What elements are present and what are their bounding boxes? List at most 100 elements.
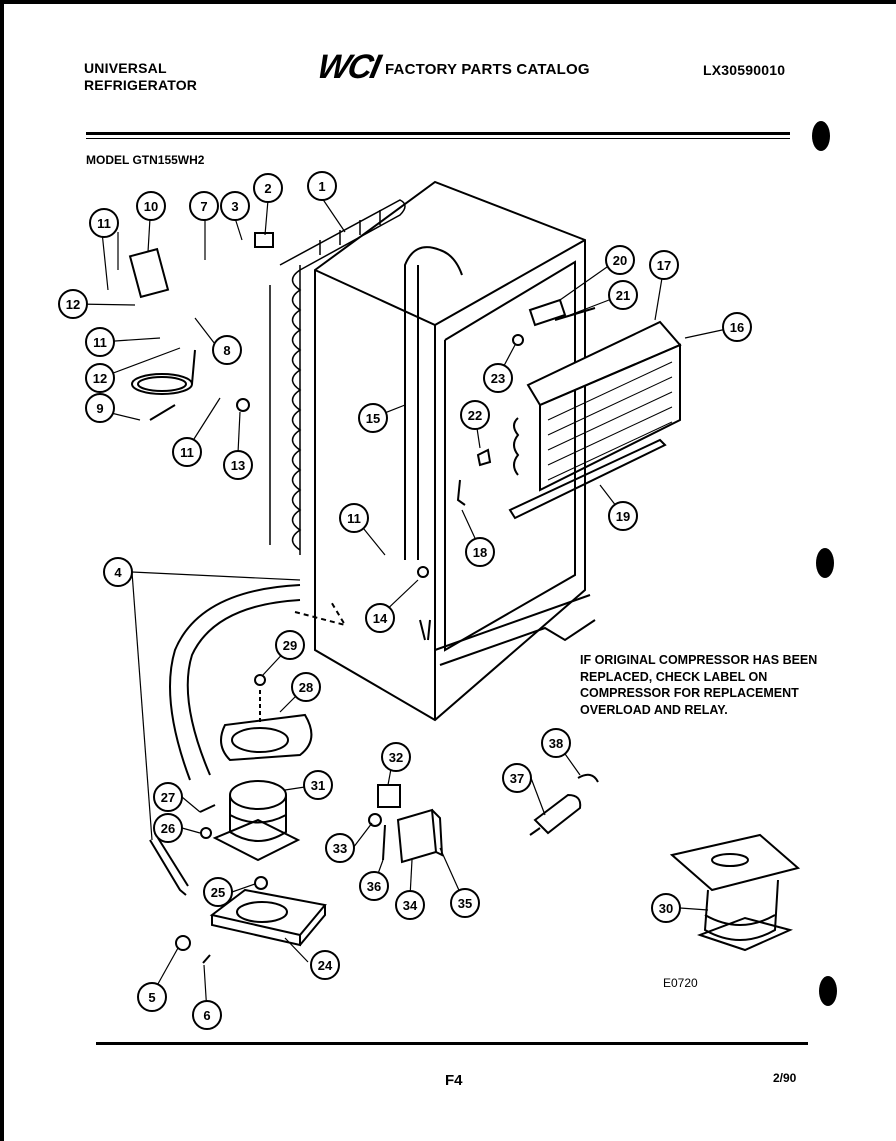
svg-text:29: 29 [283, 638, 297, 653]
svg-text:24: 24 [318, 958, 333, 973]
note-line-4: OVERLOAD AND RELAY. [580, 702, 728, 717]
callout-20: 20 [605, 245, 635, 275]
svg-text:37: 37 [510, 771, 524, 786]
binder-hole-bottom [819, 976, 837, 1006]
svg-text:3: 3 [231, 199, 238, 214]
svg-text:11: 11 [97, 216, 111, 231]
note-line-2: REPLACED, CHECK LABEL ON [580, 669, 768, 684]
callout-bubbles: 1 2 3 4 5 6 7 8 9 10 11 11 11 11 12 12 1… [58, 171, 752, 1030]
svg-text:12: 12 [93, 371, 107, 386]
relay-overload [368, 784, 444, 864]
callout-26: 26 [153, 813, 183, 843]
svg-text:38: 38 [549, 736, 563, 751]
compressor [212, 780, 301, 862]
svg-text:12: 12 [66, 297, 80, 312]
callout-22: 22 [460, 400, 490, 430]
callout-35: 35 [450, 888, 480, 918]
svg-text:1: 1 [318, 179, 325, 194]
svg-text:13: 13 [231, 458, 245, 473]
callout-27: 27 [153, 782, 183, 812]
wire-harness [131, 349, 196, 421]
svg-text:6: 6 [203, 1008, 210, 1023]
light-socket [528, 298, 567, 327]
callout-32: 32 [381, 742, 411, 772]
catalog-date: 2/90 [773, 1071, 797, 1085]
callout-31: 31 [303, 770, 333, 800]
svg-text:4: 4 [114, 565, 122, 580]
callout-12b: 12 [85, 363, 115, 393]
svg-text:10: 10 [144, 199, 158, 214]
capacitor-clip [577, 773, 599, 783]
mounting-clip [175, 935, 191, 951]
callout-30: 30 [651, 893, 681, 923]
svg-text:17: 17 [657, 258, 671, 273]
callout-13: 13 [223, 450, 253, 480]
evaporator [508, 320, 682, 520]
callout-12a: 12 [58, 289, 88, 319]
grommet-compressor [254, 876, 268, 890]
start-capacitor [529, 793, 582, 836]
svg-text:23: 23 [491, 371, 505, 386]
svg-text:19: 19 [616, 509, 630, 524]
cabinet-illustration [314, 180, 596, 722]
switch-part [512, 334, 524, 346]
svg-text:18: 18 [473, 545, 487, 560]
condenser-coil [269, 199, 406, 555]
svg-text:11: 11 [347, 511, 361, 526]
callout-34: 34 [395, 890, 425, 920]
drain-fitting [456, 479, 466, 506]
callout-37: 37 [502, 763, 532, 793]
diagram-code: E0720 [663, 976, 698, 990]
light-switch [554, 307, 596, 321]
svg-text:31: 31 [311, 778, 325, 793]
callout-11d: 11 [339, 503, 369, 533]
bracket-small [254, 232, 274, 248]
callout-19: 19 [608, 501, 638, 531]
svg-text:27: 27 [161, 790, 175, 805]
callout-8: 8 [212, 335, 242, 365]
thermostat-knob [236, 398, 250, 412]
callout-3: 3 [220, 191, 250, 221]
callout-25: 25 [203, 877, 233, 907]
heater-element [149, 839, 187, 896]
callout-11b: 11 [85, 327, 115, 357]
svg-text:21: 21 [616, 288, 630, 303]
clip [199, 804, 216, 813]
svg-text:28: 28 [299, 680, 313, 695]
brand-name: UNIVERSAL REFRIGERATOR [84, 60, 197, 94]
svg-text:22: 22 [468, 408, 482, 423]
svg-text:7: 7 [200, 199, 207, 214]
callout-7: 7 [189, 191, 219, 221]
svg-text:36: 36 [367, 879, 381, 894]
svg-text:16: 16 [730, 320, 744, 335]
binder-hole-middle [816, 548, 834, 578]
svg-text:11: 11 [93, 335, 107, 350]
callout-23: 23 [483, 363, 513, 393]
callout-10: 10 [136, 191, 166, 221]
svg-text:9: 9 [96, 401, 103, 416]
washer [200, 827, 212, 839]
drain-grommet [417, 566, 429, 578]
callout-11c: 11 [172, 437, 202, 467]
svg-text:20: 20 [613, 253, 627, 268]
callout-4: 4 [103, 557, 133, 587]
drain-pan [220, 690, 313, 762]
callout-29: 29 [275, 630, 305, 660]
shelf-support [476, 448, 492, 467]
callout-38: 38 [541, 728, 571, 758]
callout-33: 33 [325, 833, 355, 863]
binder-hole-top [812, 121, 830, 151]
svg-text:25: 25 [211, 885, 225, 900]
callout-14: 14 [365, 603, 395, 633]
model-label: MODEL GTN155WH2 [86, 153, 205, 167]
note-line-1: IF ORIGINAL COMPRESSOR HAS BEEN [580, 653, 818, 667]
callout-28: 28 [291, 672, 321, 702]
screw [202, 954, 211, 964]
mounting-plate [128, 247, 170, 299]
mounting-bracket [209, 888, 327, 947]
callout-15: 15 [358, 403, 388, 433]
svg-text:26: 26 [161, 821, 175, 836]
callout-6: 6 [192, 1000, 222, 1030]
